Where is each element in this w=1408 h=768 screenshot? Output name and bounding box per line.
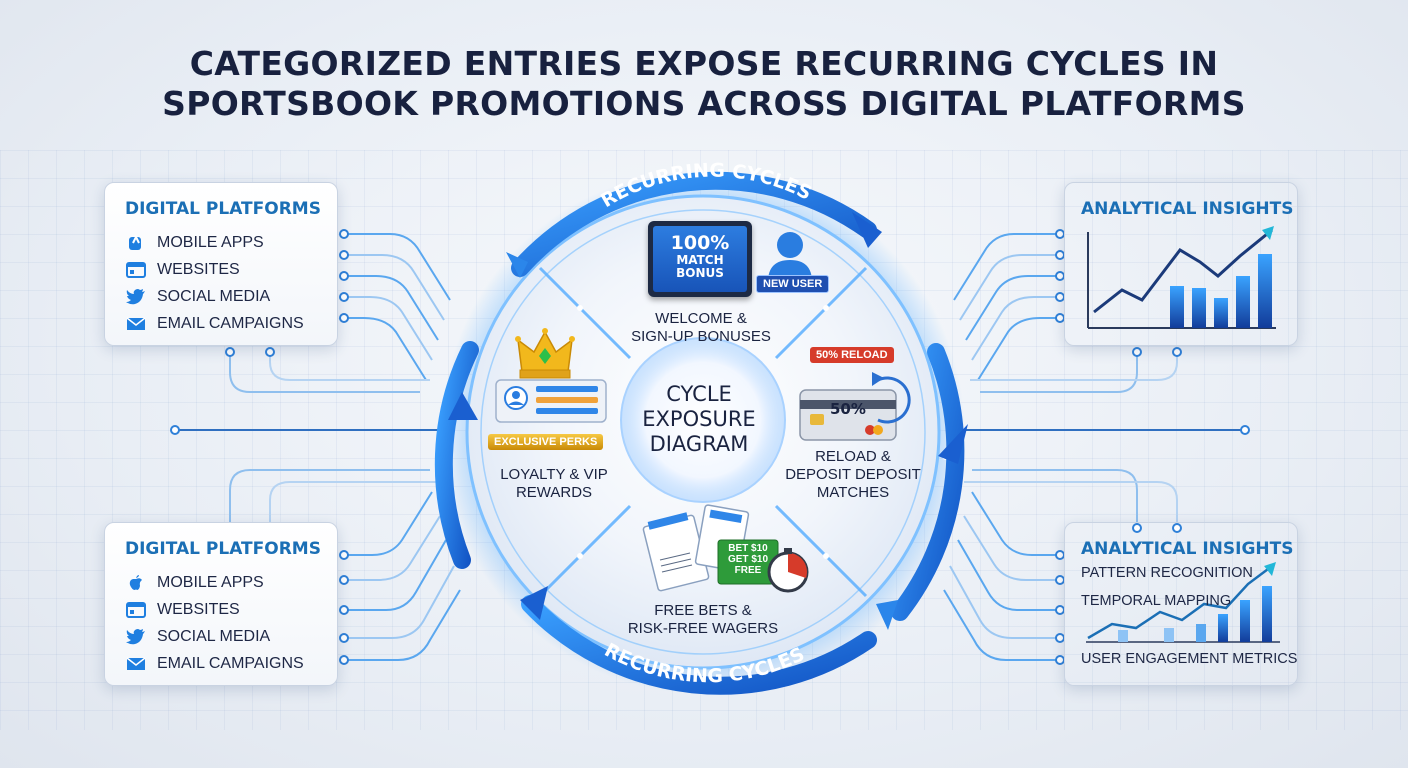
list-item[interactable]: MOBILE APPS bbox=[125, 229, 304, 256]
twitter-bird-icon bbox=[125, 628, 147, 646]
insights-chart-bottom bbox=[1086, 562, 1280, 643]
center-line: EXPOSURE bbox=[642, 407, 756, 431]
list-item-label: WEBSITES bbox=[157, 600, 240, 618]
quadrant-dividers bbox=[538, 266, 868, 598]
list-item[interactable]: SOCIAL MEDIA bbox=[125, 283, 304, 310]
list-item[interactable]: EMAIL CAMPAIGNS bbox=[125, 650, 304, 677]
envelope-icon bbox=[125, 315, 147, 333]
left-connector-lines bbox=[175, 233, 461, 661]
platform-list: MOBILE APPS WEBSITES SOCIAL MEDIA EMAIL … bbox=[125, 229, 304, 337]
exclusive-perks-badge: EXCLUSIVE PERKS bbox=[488, 434, 604, 450]
bet-tickets-icon bbox=[642, 504, 809, 593]
arrow-head-top-right bbox=[852, 212, 882, 248]
list-item-label: MOBILE APPS bbox=[157, 573, 264, 591]
bonus-line: BONUS bbox=[676, 266, 724, 280]
digital-platforms-panel-bottom: DIGITAL PLATFORMS MOBILE APPS WEBSITES S… bbox=[104, 522, 338, 686]
envelope-icon bbox=[125, 655, 147, 673]
insight-item: USER ENGAGEMENT METRICS bbox=[1081, 651, 1298, 667]
insights-chart-top bbox=[1087, 226, 1276, 329]
match-bonus-screen: 100% MATCH BONUS bbox=[648, 221, 752, 297]
platform-list: MOBILE APPS WEBSITES SOCIAL MEDIA EMAIL … bbox=[125, 569, 304, 677]
panel-heading: ANALYTICAL INSIGHTS bbox=[1081, 539, 1294, 559]
reload-matches-label: RELOAD & DEPOSIT DEPOSIT MATCHES bbox=[785, 448, 921, 501]
list-item[interactable]: WEBSITES bbox=[125, 596, 304, 623]
center-title: CYCLE EXPOSURE DIAGRAM bbox=[614, 382, 784, 457]
profile-card-icon bbox=[495, 379, 607, 423]
crown-icon bbox=[515, 328, 575, 379]
list-item-label: SOCIAL MEDIA bbox=[157, 627, 271, 645]
new-user-badge: NEW USER bbox=[756, 275, 830, 293]
inner-ring bbox=[480, 209, 926, 655]
reload-badge: 50% RELOAD bbox=[810, 347, 894, 363]
insight-item: PATTERN RECOGNITION bbox=[1081, 565, 1253, 581]
list-item-label: MOBILE APPS bbox=[157, 233, 264, 251]
right-connector-lines bbox=[943, 233, 1245, 661]
arrow-head-bottom-left bbox=[520, 586, 548, 620]
list-item[interactable]: EMAIL CAMPAIGNS bbox=[125, 310, 304, 337]
analytical-insights-panel-top: ANALYTICAL INSIGHTS bbox=[1064, 182, 1298, 346]
panel-heading: DIGITAL PLATFORMS bbox=[125, 199, 321, 219]
center-line: CYCLE bbox=[666, 382, 732, 406]
twitter-bird-icon bbox=[125, 288, 147, 306]
free-bets-label: FREE BETS & RISK-FREE WAGERS bbox=[627, 602, 779, 637]
loyalty-rewards-label: LOYALTY & VIP REWARDS bbox=[500, 466, 608, 501]
credit-card-icon bbox=[799, 372, 911, 441]
bonus-line: MATCH bbox=[676, 253, 724, 267]
card-percent: 50% bbox=[830, 400, 866, 418]
apple-icon bbox=[125, 574, 147, 592]
browser-icon bbox=[125, 601, 147, 619]
center-circle bbox=[620, 337, 786, 503]
list-item-label: SOCIAL MEDIA bbox=[157, 287, 271, 305]
list-item-label: EMAIL CAMPAIGNS bbox=[157, 654, 304, 672]
arrow-head-right bbox=[938, 424, 968, 464]
panel-heading: ANALYTICAL INSIGHTS bbox=[1081, 199, 1294, 219]
list-item-label: WEBSITES bbox=[157, 260, 240, 278]
arrow-head-left bbox=[448, 392, 478, 420]
title-line-1: CATEGORIZED ENTRIES EXPOSE RECURRING CYC… bbox=[189, 44, 1219, 83]
bonus-percent: 100% bbox=[670, 232, 730, 254]
insight-item: TEMPORAL MAPPING bbox=[1081, 593, 1232, 609]
analytical-insights-panel-bottom: ANALYTICAL INSIGHTS PATTERN RECOGNITION … bbox=[1064, 522, 1298, 686]
welcome-bonuses-label: WELCOME & SIGN-UP BONUSES bbox=[631, 310, 771, 345]
digital-platforms-panel-top: DIGITAL PLATFORMS MOBILE APPS WEBSITES S… bbox=[104, 182, 338, 346]
free-bet-ticket: BET $10 GET $10 FREE bbox=[727, 543, 769, 576]
title-line-2: SPORTSBOOK PROMOTIONS ACROSS DIGITAL PLA… bbox=[162, 84, 1246, 123]
list-item[interactable]: MOBILE APPS bbox=[125, 569, 304, 596]
cycle-arrows bbox=[434, 171, 968, 695]
mobile-app-icon bbox=[125, 234, 147, 252]
list-item[interactable]: WEBSITES bbox=[125, 256, 304, 283]
center-line: DIAGRAM bbox=[649, 432, 749, 456]
browser-icon bbox=[125, 261, 147, 279]
panel-heading: DIGITAL PLATFORMS bbox=[125, 539, 321, 559]
list-item[interactable]: SOCIAL MEDIA bbox=[125, 623, 304, 650]
list-item-label: EMAIL CAMPAIGNS bbox=[157, 314, 304, 332]
page-title: CATEGORIZED ENTRIES EXPOSE RECURRING CYC… bbox=[0, 44, 1408, 124]
